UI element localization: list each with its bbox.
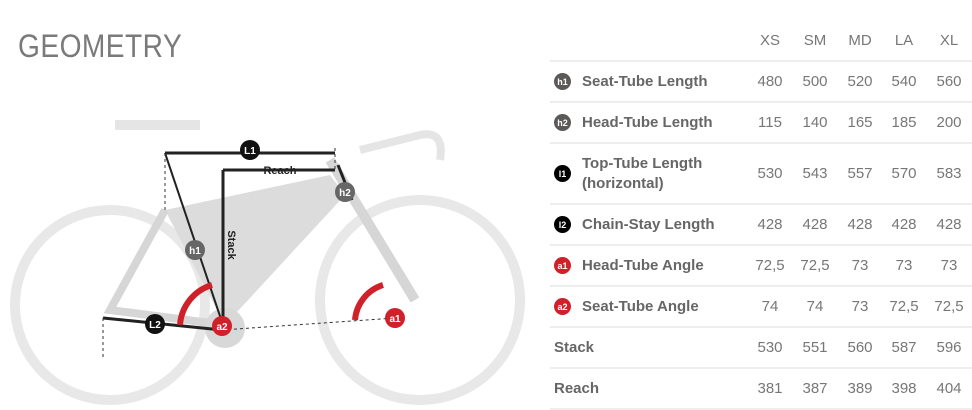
table-header: XS SM MD LA XL	[550, 20, 972, 61]
cell-value: 72,5	[792, 244, 838, 286]
cell-value: 74	[792, 285, 838, 327]
cell-value: 540	[882, 60, 926, 102]
diagram-label-h2: h2	[339, 188, 351, 199]
row-label: Top-Tube Length	[582, 154, 703, 172]
cell-value: 560	[838, 326, 882, 368]
diagram-label-a2: a2	[216, 322, 228, 333]
h2-badge-icon: h2	[554, 114, 571, 131]
row-label-sub: (horizontal)	[582, 174, 664, 192]
cell-value: 73	[926, 244, 972, 286]
size-sm: SM	[803, 31, 827, 49]
cell-value: 583	[926, 142, 972, 204]
a1-badge-icon: a1	[554, 257, 571, 274]
cell-value: 587	[882, 326, 926, 368]
cell-value: 140	[792, 101, 838, 143]
cell-value: 428	[882, 203, 926, 245]
cell-value: 543	[792, 142, 838, 204]
size-xs: XS	[759, 31, 780, 49]
bike-geometry-diagram: L1 Reach h2 Stack h1 L2 a2 a1	[10, 120, 525, 405]
cell-value: 73	[838, 285, 882, 327]
cell-value: 381	[748, 367, 792, 410]
cell-value: 398	[882, 367, 926, 410]
cell-value: 560	[926, 60, 972, 102]
cell-value: 596	[926, 326, 972, 368]
page-title: GEOMETRY	[18, 28, 183, 64]
a2-badge-icon: a2	[554, 298, 571, 315]
cell-value: 185	[882, 101, 926, 143]
cell-value: 200	[926, 101, 972, 143]
cell-value: 557	[838, 142, 882, 204]
cell-value: 165	[838, 101, 882, 143]
seat-tube-angle-arc	[177, 282, 213, 326]
cell-value: 570	[882, 142, 926, 204]
diagram-label-a1: a1	[389, 314, 401, 325]
cell-value: 480	[748, 60, 792, 102]
cell-value: 520	[838, 60, 882, 102]
row-label: Head-Tube Length	[582, 113, 713, 131]
cell-value: 115	[748, 101, 792, 143]
cell-value: 530	[748, 142, 792, 204]
cell-value: 73	[838, 244, 882, 286]
cell-value: 387	[792, 367, 838, 410]
cell-value: 72,5	[926, 285, 972, 327]
diagram-label-l2: L2	[149, 320, 161, 331]
cell-value: 551	[792, 326, 838, 368]
size-xl: XL	[939, 31, 959, 49]
size-la: LA	[894, 31, 914, 49]
cell-value: 428	[838, 203, 882, 245]
size-md: MD	[848, 31, 872, 49]
cell-value: 428	[926, 203, 972, 245]
cell-value: 72,5	[882, 285, 926, 327]
cell-value: 404	[926, 367, 972, 410]
h1-badge-icon: h1	[554, 73, 571, 90]
row-label: Stack	[554, 338, 595, 356]
cell-value: 72,5	[748, 244, 792, 286]
diagram-label-h1: h1	[189, 246, 201, 257]
cell-value: 530	[748, 326, 792, 368]
cell-value: 500	[792, 60, 838, 102]
row-label: Seat-Tube Length	[582, 72, 708, 90]
l1-badge-icon: l1	[554, 165, 571, 182]
cell-value: 428	[792, 203, 838, 245]
diagram-label-reach: Reach	[263, 165, 296, 177]
head-tube-angle-arc	[352, 282, 385, 321]
cell-value: 73	[882, 244, 926, 286]
l2-badge-icon: l2	[554, 216, 571, 233]
cell-value: 389	[838, 367, 882, 410]
row-label: Head-Tube Angle	[582, 256, 704, 274]
row-label: Chain-Stay Length	[582, 215, 715, 233]
diagram-label-l1: L1	[244, 146, 256, 157]
cell-value: 428	[748, 203, 792, 245]
diagram-label-stack: Stack	[225, 230, 237, 260]
row-label: Seat-Tube Angle	[582, 297, 699, 315]
cell-value: 74	[748, 285, 792, 327]
row-label: Reach	[554, 379, 600, 397]
